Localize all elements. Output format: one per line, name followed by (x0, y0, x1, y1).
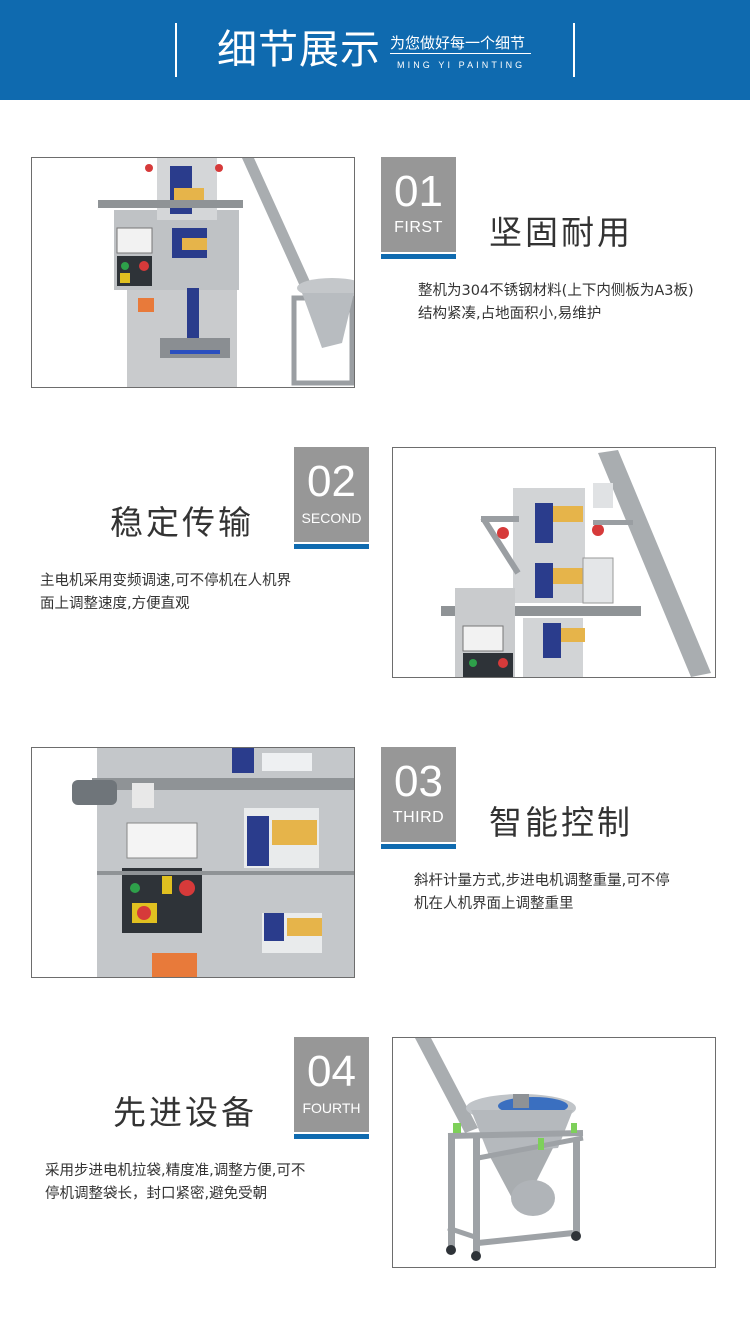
feature-4-description-line-2: 停机调整袋长，封口紧密,避免受朝 (45, 1186, 268, 1202)
header-subtitle: 为您做好每一个细节 (390, 34, 526, 52)
feature-2-title: 稳定传输 (110, 503, 254, 542)
feature-3-description-line-2: 机在人机界面上调整重里 (414, 896, 574, 912)
feature-1-description-line-2: 结构紧凑,占地面积小,易维护 (418, 306, 602, 322)
header-english-caption: MING YI PAINTING (397, 60, 526, 70)
feature-2-description-line-2: 面上调整速度,方便直观 (40, 596, 190, 612)
feature-4-description-line-1: 采用步进电机拉袋,精度准,调整方便,可不 (45, 1163, 306, 1179)
feature-3-description-line-1: 斜杆计量方式,步进电机调整重量,可不停 (414, 873, 670, 889)
screw-feeder-image (393, 1038, 715, 1267)
machine-upper-hopper-image (393, 448, 715, 677)
feature-4-photo (392, 1037, 716, 1268)
feature-1-number-badge: 01 FIRST (381, 157, 456, 252)
feature-2-photo (392, 447, 716, 678)
feature-2-ordinal: SECOND (301, 510, 362, 526)
feature-3-number: 03 (394, 757, 443, 806)
section-header-banner: 细节展示 为您做好每一个细节 MING YI PAINTING (0, 0, 750, 100)
feature-1-title: 坚固耐用 (489, 213, 633, 252)
feature-2-badge-underline (294, 544, 369, 549)
header-subtitle-underline (390, 53, 531, 54)
feature-3-title: 智能控制 (489, 803, 633, 842)
packaging-machine-image (32, 158, 354, 387)
feature-1-ordinal: FIRST (394, 219, 443, 236)
feature-4-number-badge: 04 FOURTH (294, 1037, 369, 1132)
feature-2-number-badge: 02 SECOND (294, 447, 369, 542)
feature-3-number-badge: 03 THIRD (381, 747, 456, 842)
feature-1-badge-underline (381, 254, 456, 259)
feature-3-badge-underline (381, 844, 456, 849)
feature-1-photo (31, 157, 355, 388)
header-title: 细节展示 (217, 27, 381, 73)
feature-4-title: 先进设备 (113, 1093, 257, 1132)
feature-4-badge-underline (294, 1134, 369, 1139)
feature-2-number: 02 (307, 457, 356, 506)
feature-3-photo (31, 747, 355, 978)
feature-1-description-line-1: 整机为304不锈钢材料(上下内侧板为A3板) (418, 283, 694, 299)
header-right-divider (573, 23, 575, 77)
feature-3-ordinal: THIRD (392, 809, 445, 826)
control-panel-closeup-image (32, 748, 354, 977)
feature-4-ordinal: FOURTH (302, 1100, 361, 1116)
feature-2-description-line-1: 主电机采用变频调速,可不停机在人机界 (40, 573, 292, 589)
header-left-divider (175, 23, 177, 77)
feature-1-number: 01 (394, 167, 443, 216)
feature-4-number: 04 (307, 1047, 356, 1096)
